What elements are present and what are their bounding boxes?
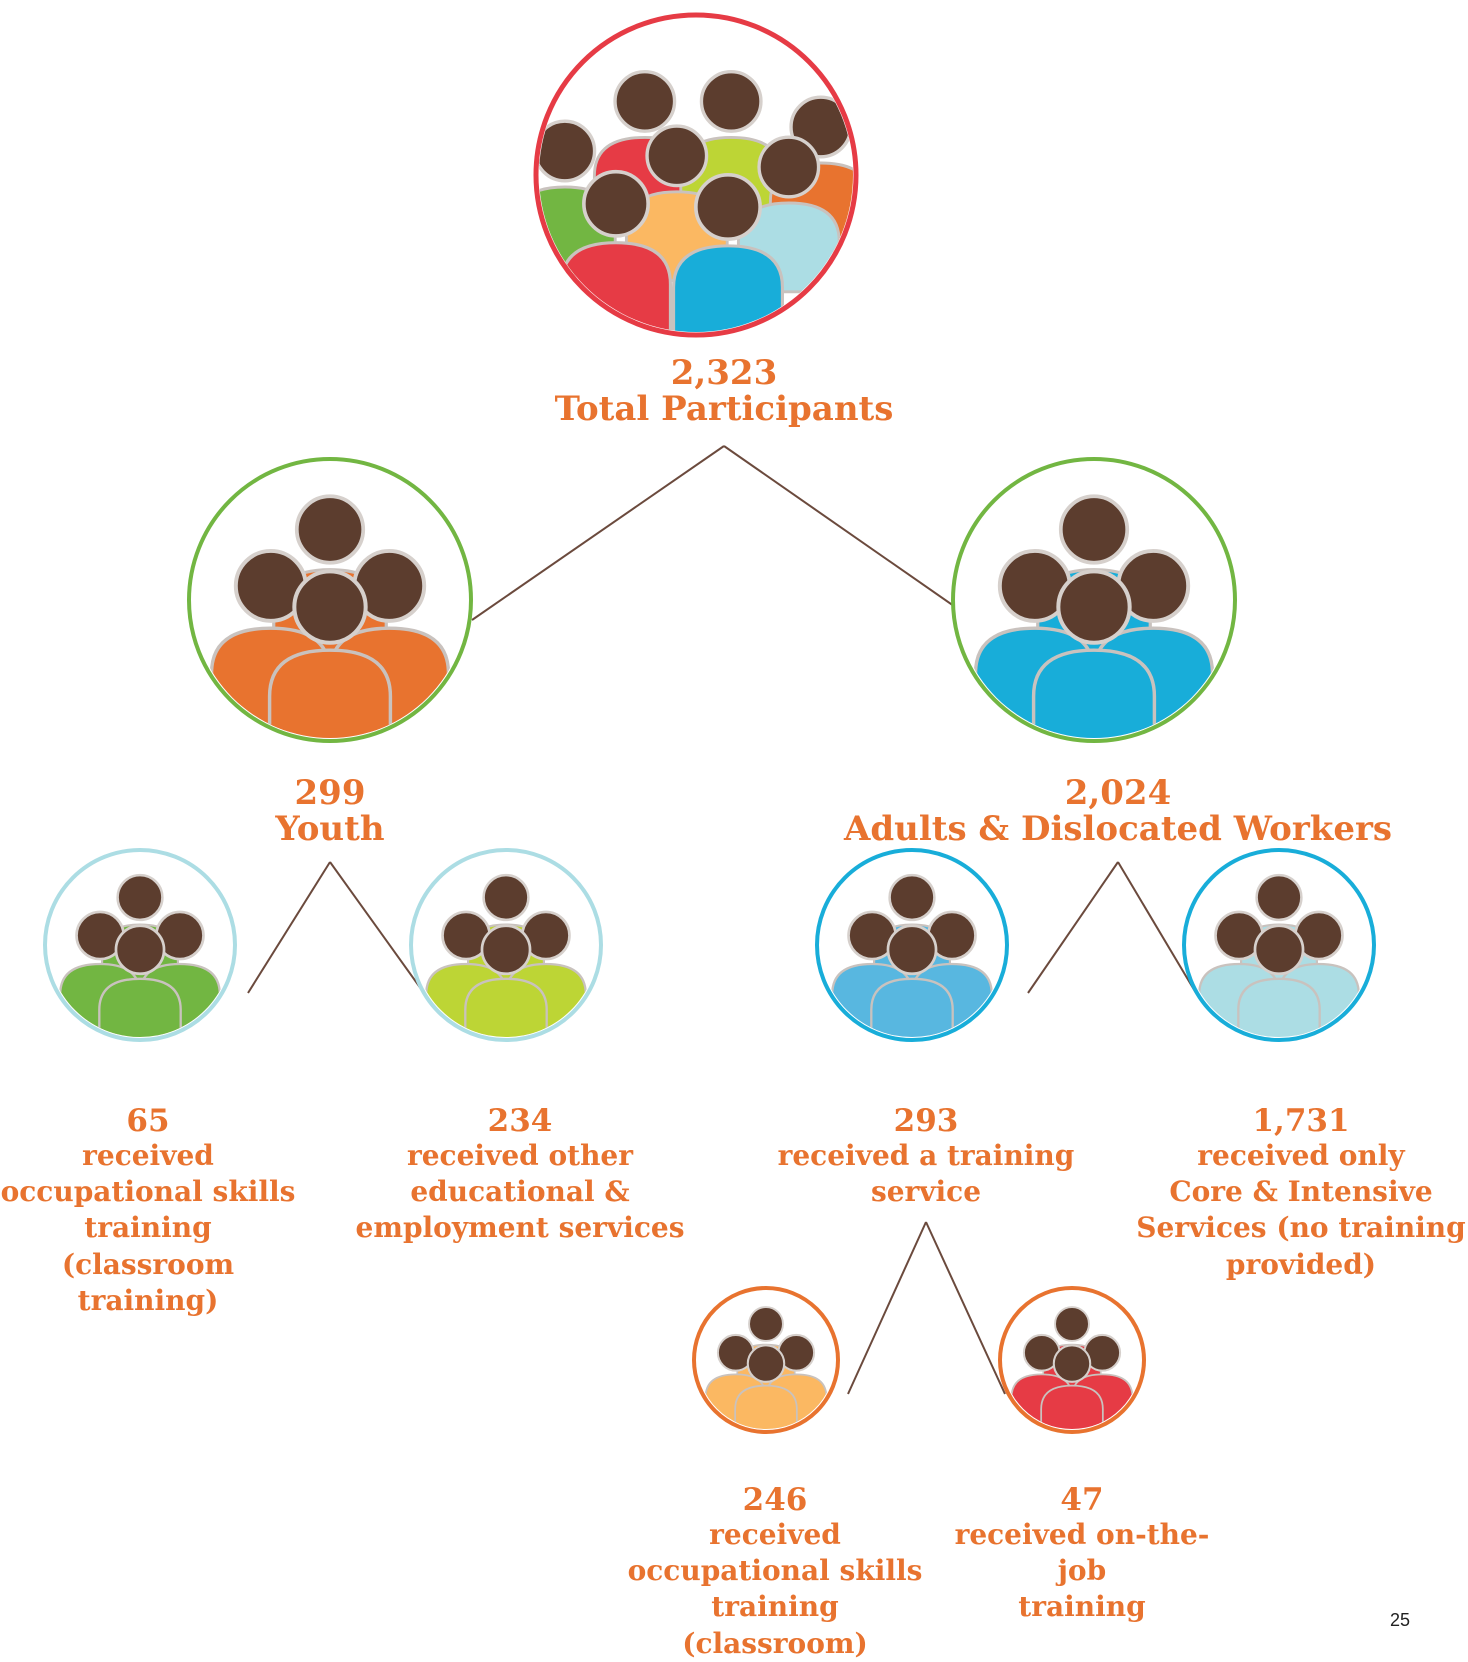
youth-count: 299 xyxy=(294,773,366,813)
youth-person-front xyxy=(267,569,393,738)
youth_other-person-front xyxy=(464,924,548,1037)
adults_training-person-top-head xyxy=(888,873,936,922)
adults-person-front xyxy=(1031,569,1157,738)
adults_training-people xyxy=(831,873,993,1037)
youth-other-count: 234 xyxy=(487,1103,553,1139)
adults-core-label: received only Core & Intensive Services … xyxy=(1136,1138,1466,1281)
adults-label: Adults & Dislocated Workers xyxy=(843,808,1393,849)
youth_occ-person-front xyxy=(98,924,182,1037)
youth_other-person-front-head xyxy=(480,924,532,976)
youth_occ-person-front-head xyxy=(114,924,166,976)
connector-group xyxy=(247,445,1197,1395)
adults_core-person-top-head xyxy=(1255,873,1303,922)
node-training-classroom: 246 received occupational skills trainin… xyxy=(625,1484,925,1662)
train_ojt-person-front-body xyxy=(1040,1384,1104,1429)
train_class-person-front-head xyxy=(746,1344,786,1383)
total-label: Total Participants xyxy=(554,388,894,429)
youth-person-front-body xyxy=(267,648,393,738)
icon-train_class xyxy=(692,1286,840,1434)
node-youth-occupational: 65 received occupational skills training… xyxy=(0,1105,296,1320)
train_ojt-people xyxy=(1010,1306,1134,1429)
train-ojt-count: 47 xyxy=(1060,1482,1104,1518)
node-adults-core: 1,731 received only Core & Intensive Ser… xyxy=(1136,1105,1466,1283)
youth_occ-person-front-body xyxy=(98,977,182,1037)
total-count: 2,323 xyxy=(670,353,778,393)
node-adults-training: 293 received a training service xyxy=(776,1105,1076,1210)
youth-label: Youth xyxy=(275,808,385,849)
icon-adults_core xyxy=(1182,848,1376,1042)
youth_other-person-top-head xyxy=(482,873,530,922)
train_class-people xyxy=(704,1306,828,1429)
adults-person-front-head xyxy=(1056,569,1132,645)
node-training-ojt: 47 received on-the-job training xyxy=(932,1484,1232,1626)
total-person-8-head xyxy=(694,173,762,241)
adults-people xyxy=(973,494,1215,738)
total-person-5-head xyxy=(645,124,709,188)
connector-training-class xyxy=(847,1221,927,1395)
train_ojt-person-front-head xyxy=(1052,1344,1092,1383)
adults-training-label: received a training service xyxy=(777,1138,1075,1208)
connector-total-adults xyxy=(723,445,975,621)
icon-youth_occ xyxy=(43,848,237,1042)
youth_other-person-front-body xyxy=(464,977,548,1037)
adults_training-person-front-head xyxy=(886,924,938,976)
total-person-7-head xyxy=(582,169,650,238)
youth-occ-count: 65 xyxy=(126,1103,170,1139)
train_ojt-person-front xyxy=(1040,1344,1104,1429)
youth-person-top-head xyxy=(294,494,366,565)
connector-youth-other xyxy=(329,861,425,994)
train-class-count: 246 xyxy=(742,1482,808,1518)
adults_training-person-front-body xyxy=(870,977,954,1037)
total-person-2-head xyxy=(613,69,677,133)
train_class-person-top-head xyxy=(748,1306,784,1342)
icon-youth xyxy=(187,457,473,743)
youth_occ-person-top-head xyxy=(116,873,164,922)
node-youth: 299 Youth xyxy=(180,773,480,849)
node-total: 2,323 Total Participants xyxy=(474,353,974,429)
icon-adults xyxy=(951,457,1237,743)
adults_core-person-front-head xyxy=(1253,924,1305,976)
total-person-8 xyxy=(672,173,784,332)
total-person-7-body xyxy=(560,241,672,332)
total-person-1-head xyxy=(539,119,597,183)
adults_training-person-front xyxy=(870,924,954,1037)
icon-train_ojt xyxy=(998,1286,1146,1434)
adults_core-person-front xyxy=(1237,924,1321,1037)
train_ojt-person-top-head xyxy=(1054,1306,1090,1342)
adults-person-front-body xyxy=(1031,648,1157,738)
train-ojt-label: received on-the-job training xyxy=(954,1517,1210,1624)
icon-total xyxy=(533,12,859,338)
connector-total-youth xyxy=(471,445,725,621)
icon-youth_other xyxy=(409,848,603,1042)
adults-person-top-head xyxy=(1058,494,1130,565)
adults-core-count: 1,731 xyxy=(1252,1103,1350,1139)
node-adults: 2,024 Adults & Dislocated Workers xyxy=(838,773,1398,849)
adults_core-person-front-body xyxy=(1237,977,1321,1037)
icon-adults_training xyxy=(815,848,1009,1042)
node-youth-other: 234 received other educational & employm… xyxy=(355,1105,685,1247)
connector-training-ojt xyxy=(925,1221,1006,1395)
train_class-person-front-body xyxy=(734,1384,798,1429)
total-person-3-head xyxy=(699,69,763,133)
connector-adults-training xyxy=(1027,861,1119,994)
train-class-label: received occupational skills training (c… xyxy=(627,1517,923,1660)
total-person-6-head xyxy=(757,135,821,199)
total-person-8-body xyxy=(672,244,784,332)
youth-occ-label: received occupational skills training (c… xyxy=(0,1138,296,1318)
youth-other-label: received other educational & employment … xyxy=(355,1138,685,1245)
connector-youth-occ xyxy=(247,861,331,994)
adults-count: 2,024 xyxy=(1064,773,1172,813)
page-number: 25 xyxy=(1390,1610,1411,1630)
youth-person-front-head xyxy=(292,569,368,645)
adults-training-count: 293 xyxy=(893,1103,959,1139)
train_class-person-front xyxy=(734,1344,798,1429)
connector-adults-core xyxy=(1117,861,1197,994)
